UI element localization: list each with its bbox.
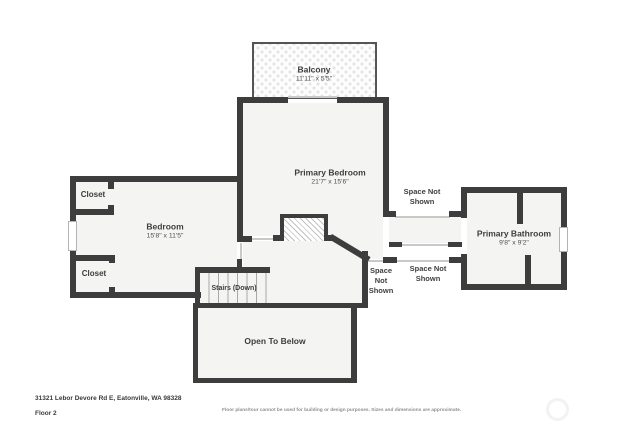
wall — [193, 303, 368, 308]
wall — [195, 267, 200, 308]
wall — [237, 97, 243, 242]
wall — [337, 97, 389, 103]
wall — [461, 254, 467, 290]
wall — [193, 378, 357, 383]
window — [68, 221, 77, 251]
room-name: Open To Below — [244, 335, 306, 346]
wall — [517, 193, 523, 224]
address-text: 31321 Lebor Devore Rd E, Eatonville, WA … — [35, 395, 182, 402]
floor-bathroom — [467, 193, 561, 284]
room-name: Closet — [80, 190, 106, 200]
closet-upper-label: Closet — [81, 190, 105, 200]
space-not-shown-left-label: Space Not Shown — [368, 265, 394, 296]
room-dims: 9'8" x 9'2" — [499, 239, 529, 247]
primary-bedroom-label: Primary Bedroom 21'7" x 15'6" — [294, 167, 365, 186]
corridor-line-lower — [368, 260, 449, 262]
room-name: Bedroom — [146, 221, 184, 232]
wall — [362, 251, 368, 307]
wall — [243, 236, 252, 242]
floor-corridor — [389, 217, 461, 243]
wall — [383, 97, 389, 217]
landing-partition-line — [240, 243, 242, 268]
watermark-logo-icon — [546, 398, 569, 421]
room-name: Closet — [81, 269, 107, 279]
wall — [193, 303, 198, 383]
wall — [449, 211, 462, 217]
wall — [461, 187, 567, 193]
space-not-shown-top-label: Space Not Shown — [403, 186, 441, 206]
door-opening-line — [252, 238, 280, 240]
wall — [108, 182, 114, 189]
wall — [461, 284, 567, 290]
floor-open-to-below — [198, 308, 351, 378]
disclaimer-text: Floor plans/tour cannot be used for buil… — [222, 408, 462, 413]
wall — [383, 257, 397, 263]
wall — [461, 187, 467, 218]
wall — [109, 287, 115, 298]
room-dims: 21'7" x 15'6" — [311, 178, 349, 186]
balcony-door-line — [288, 96, 337, 98]
wall — [70, 292, 201, 298]
wall — [525, 255, 531, 284]
stair-treads — [200, 273, 267, 303]
room-name: Primary Bedroom — [294, 167, 366, 178]
room-dims: 15'8" x 11'5" — [146, 232, 184, 240]
primary-bathroom-label: Primary Bathroom 9'8" x 9'2" — [477, 228, 551, 247]
wall — [351, 303, 357, 383]
corridor-line-upper — [395, 216, 450, 218]
closet-lower-label: Closet — [82, 269, 106, 279]
wall — [70, 209, 114, 215]
wall — [195, 267, 270, 273]
floor-primary-bedroom — [243, 103, 383, 236]
stairs-label: Stairs (Down) — [211, 285, 256, 293]
chimney-hatch — [280, 214, 328, 241]
window — [559, 227, 568, 252]
bedroom-label: Bedroom 15'8" x 11'5" — [146, 221, 183, 240]
wall — [237, 259, 242, 267]
room-name: Primary Bathroom — [476, 228, 552, 239]
wall — [448, 242, 462, 247]
corridor-line-middle — [402, 244, 448, 246]
wall — [108, 205, 114, 215]
balcony-area — [252, 42, 377, 99]
balcony-label: Balcony 11'11" x 5'5" — [296, 64, 332, 83]
space-not-shown-right-label: Space Not Shown — [409, 263, 447, 283]
wall — [70, 255, 115, 261]
wall — [237, 97, 288, 103]
open-to-below-label: Open To Below — [244, 336, 305, 346]
room-name: Stairs (Down) — [211, 284, 257, 292]
wall — [389, 242, 402, 247]
room-dims: 11'11" x 5'5" — [295, 75, 333, 83]
floor-number-text: Floor 2 — [35, 410, 57, 417]
wall — [449, 257, 462, 263]
wall — [109, 255, 115, 263]
room-name: Balcony — [297, 64, 331, 75]
wall — [70, 176, 243, 182]
wall — [383, 211, 396, 217]
